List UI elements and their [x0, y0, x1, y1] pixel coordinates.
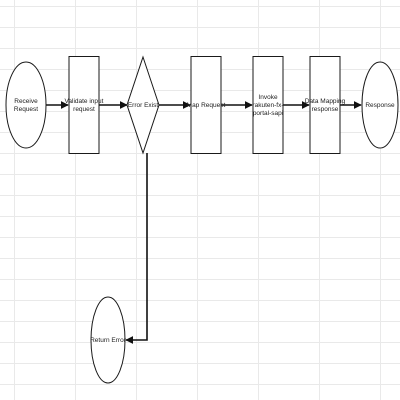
- response-label-line: Response: [365, 102, 395, 109]
- receive-label-line: Request: [14, 106, 38, 113]
- response-shape: [361, 61, 399, 149]
- node-error[interactable]: Error Exist: [126, 55, 160, 155]
- node-response[interactable]: Response: [361, 61, 399, 149]
- invoke-label-line: portal-sapi: [253, 110, 283, 117]
- map-label-line: Map Request: [187, 102, 226, 109]
- return-shape: [90, 296, 126, 384]
- validate-shape: [68, 56, 100, 154]
- receive-shape: [5, 61, 47, 149]
- datamap-label-line: Data Mapping: [305, 98, 346, 105]
- node-map[interactable]: Map Request: [187, 56, 226, 154]
- invoke-shape: [252, 56, 284, 154]
- return-label-line: Return Error: [90, 337, 127, 344]
- map-shape: [190, 56, 222, 154]
- invoke-label-line: rakuten-fx-: [252, 102, 283, 109]
- node-return[interactable]: Return Error: [90, 296, 127, 384]
- invoke-label-line: Invoke: [258, 94, 278, 101]
- validate-label-line: Validate input: [65, 98, 104, 105]
- receive-label-line: Receive: [14, 98, 38, 105]
- error-shape: [126, 55, 160, 155]
- connector-error-to-return: [125, 153, 148, 344]
- validate-label-line: request: [73, 106, 95, 113]
- datamap-label-line: response: [312, 106, 339, 113]
- datamap-shape: [309, 56, 341, 154]
- error-label-line: Error Exist: [128, 102, 159, 109]
